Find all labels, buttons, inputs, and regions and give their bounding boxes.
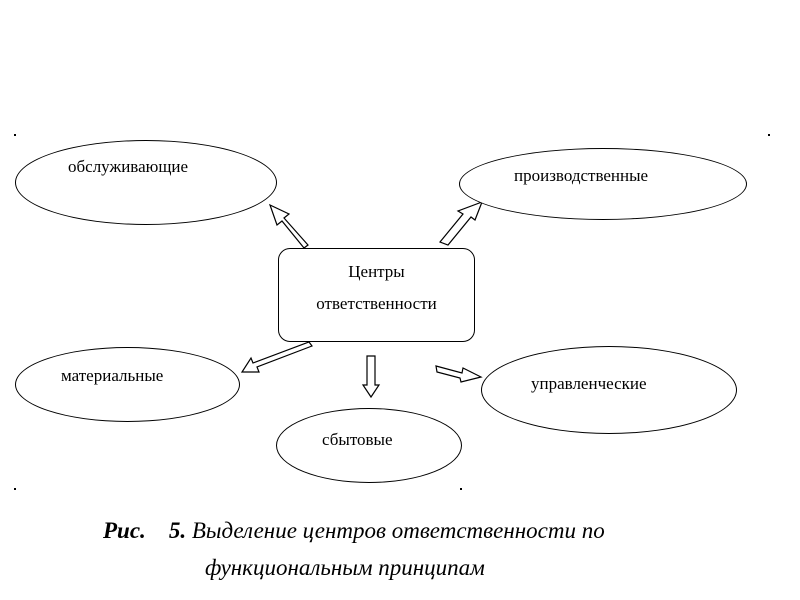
node-management (481, 346, 737, 434)
figure-caption-line1: Рис. 5. Выделение центров ответственност… (103, 518, 605, 544)
figure-caption-line2: функциональным принципам (205, 555, 485, 580)
corner-tick-top-left (14, 134, 16, 136)
node-sales-label: сбытовые (322, 430, 393, 449)
node-service-label: обслуживающие (68, 157, 189, 176)
figure-caption-text1: Выделение центров ответственности по (191, 518, 605, 543)
arrow-to-production (439, 200, 484, 246)
node-production (459, 148, 747, 220)
center-node-line1: Центры (348, 262, 405, 281)
figure-label: Рис. (103, 518, 146, 543)
corner-tick-bottom-left (14, 488, 16, 490)
node-management-label: управленческие (531, 374, 647, 393)
arrow-to-sales (361, 355, 381, 399)
node-production-label: производственные (514, 166, 649, 185)
node-service (15, 140, 277, 225)
corner-tick-top-right (768, 134, 770, 136)
arrow-to-management (435, 365, 483, 383)
node-sales (276, 408, 462, 483)
corner-tick-bottom-right (460, 488, 462, 490)
arrow-to-service (268, 203, 309, 249)
node-material (15, 347, 240, 422)
center-node: Центры ответственности (278, 248, 475, 342)
node-material-label: материальные (61, 366, 164, 385)
figure-number: 5. (168, 518, 187, 543)
arrow-to-material (240, 341, 313, 373)
center-node-line2: ответственности (316, 294, 437, 313)
